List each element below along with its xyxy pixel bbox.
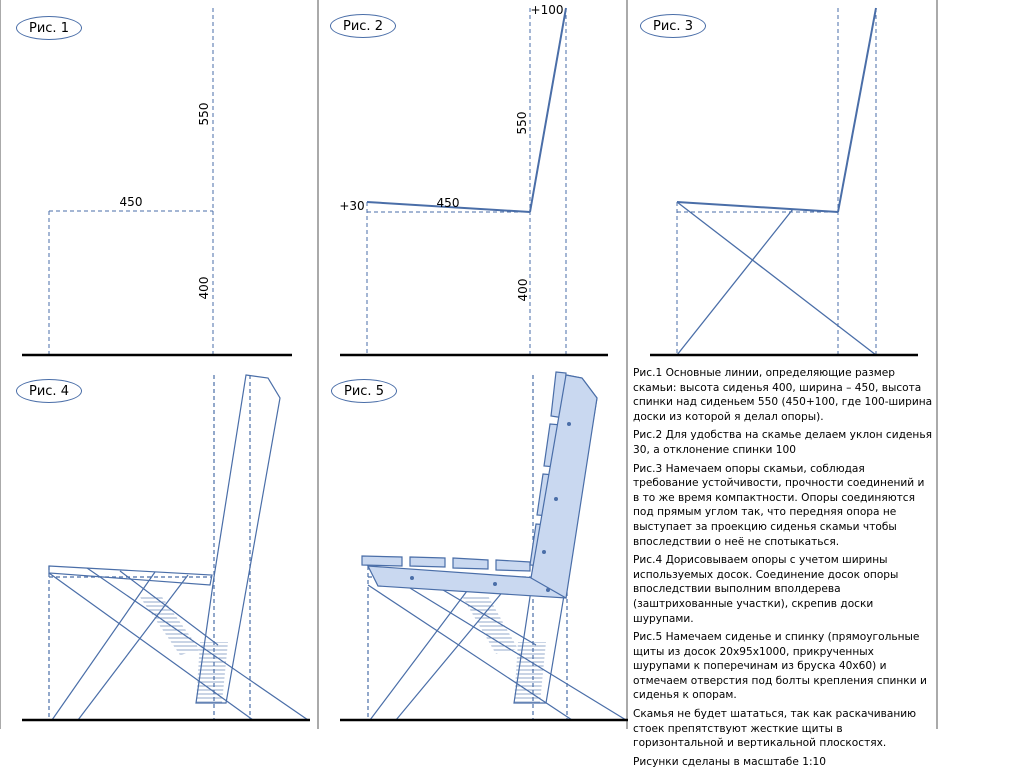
panel-grid	[0, 0, 938, 729]
fig1-label: Рис. 1	[16, 16, 82, 40]
description-notes: Рис.1 Основные линии, определяющие разме…	[633, 366, 933, 773]
fig1-drawing	[22, 8, 292, 357]
note-fig3: Рис.3 Намечаем опоры скамьи, соблюдая тр…	[633, 462, 925, 548]
fig2-seat-rise-dim: +30	[339, 199, 364, 213]
fig2-label: Рис. 2	[330, 14, 396, 38]
note-fig1: Рис.1 Основные линии, определяющие разме…	[633, 367, 933, 423]
fig1-width-dim: 450	[120, 195, 143, 209]
fig3-label: Рис. 3	[640, 14, 706, 38]
fig2-seat-height-dim: 400	[516, 279, 530, 302]
fig2-back-offset-dim: +100	[531, 3, 564, 17]
fig1-back-height-dim: 550	[197, 103, 211, 126]
fig3-drawing	[650, 7, 918, 357]
fig4-drawing	[22, 374, 310, 722]
fig5-label: Рис. 5	[331, 379, 397, 403]
fig4-label: Рис. 4	[16, 379, 82, 403]
fig5-drawing	[340, 371, 628, 722]
note-fig2: Рис.2 Для удобства на скамье делаем укло…	[633, 429, 932, 456]
fig1-seat-height-dim: 400	[197, 277, 211, 300]
fig2-width-dim: 450	[437, 196, 460, 210]
fig2-back-height-dim: 550	[515, 112, 529, 135]
note-fig4: Рис.4 Дорисовываем опоры с учетом ширины…	[633, 554, 899, 625]
note-fig5: Рис.5 Намечаем сиденье и спинку (прямоуг…	[633, 631, 927, 702]
fig2-drawing	[340, 7, 608, 357]
note-scale: Рисунки сделаны в масштабе 1:10	[633, 755, 827, 768]
diagram-canvas: 450 550 400 +100 550 +30 450 400	[0, 0, 938, 729]
